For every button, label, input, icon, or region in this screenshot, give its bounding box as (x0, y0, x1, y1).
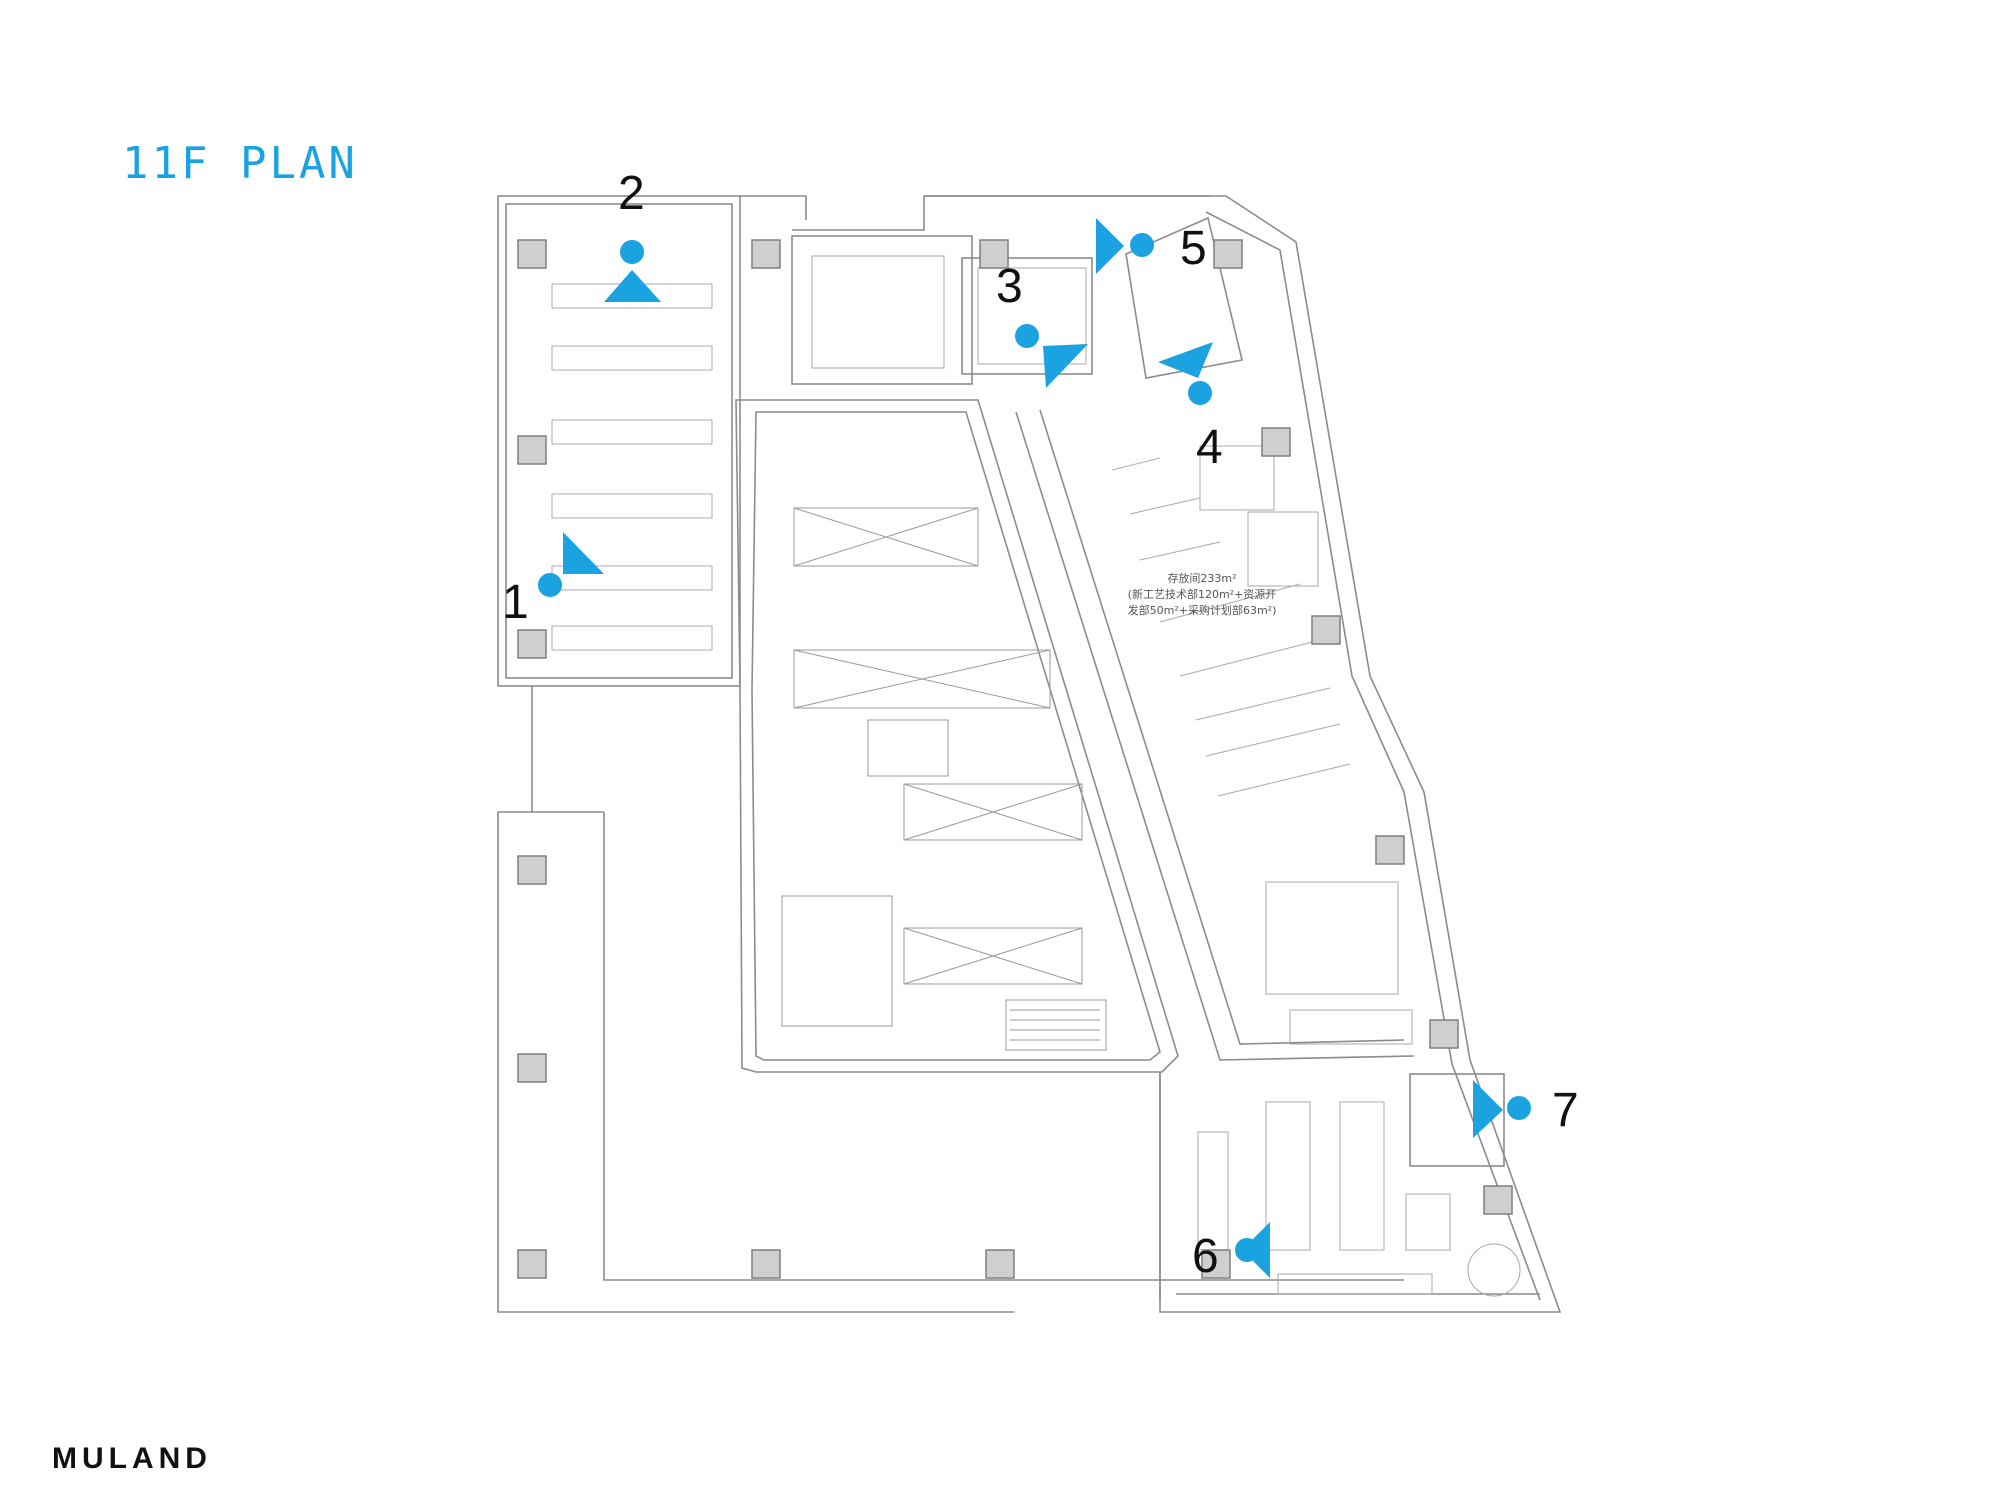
columns (517, 239, 1513, 1279)
plan-outline (497, 195, 1562, 1313)
core-details (781, 507, 1107, 1051)
viewpoint-dot (1015, 324, 1039, 348)
view-direction-marker (1473, 1080, 1503, 1138)
viewpoint-dot (1188, 381, 1212, 405)
viewpoint-label: 3 (996, 260, 1023, 313)
furniture (551, 255, 1521, 1297)
brand-logo: MULAND (52, 1442, 212, 1475)
viewpoint-5[interactable]: 5 (1096, 218, 1207, 275)
view-direction-marker (1043, 344, 1088, 388)
view-direction-marker (604, 270, 661, 302)
viewpoint-label: 2 (618, 167, 645, 220)
viewpoint-4[interactable]: 4 (1158, 342, 1223, 474)
view-direction-marker (1158, 342, 1213, 378)
plan-title: 11F PLAN (122, 138, 358, 189)
viewpoint-3[interactable]: 3 (996, 260, 1088, 388)
viewpoint-dot (1130, 233, 1154, 257)
view-direction-marker (1096, 218, 1124, 274)
viewpoint-1[interactable]: 1 (502, 532, 604, 629)
viewpoint-label: 5 (1180, 222, 1207, 275)
viewpoint-label: 7 (1552, 1084, 1579, 1137)
viewpoint-7[interactable]: 7 (1473, 1080, 1579, 1138)
viewpoint-dot (538, 573, 562, 597)
viewpoint-label: 1 (502, 576, 529, 629)
viewpoint-dot (620, 240, 644, 264)
viewpoint-label: 4 (1196, 421, 1223, 474)
viewpoint-2[interactable]: 2 (604, 167, 661, 302)
viewpoint-label: 6 (1192, 1230, 1219, 1283)
viewpoint-dot (1235, 1238, 1259, 1262)
storage-room-line-1: 存放间233m² (1167, 571, 1236, 585)
storage-room-line-3: 发部50m²+采购计划部63m²) (1128, 603, 1277, 617)
viewpoint-6[interactable]: 6 (1192, 1222, 1270, 1283)
storage-room-line-2: (新工艺技术部120m²+资源开 (1128, 587, 1277, 601)
view-direction-marker (563, 532, 604, 574)
viewpoint-dot (1507, 1096, 1531, 1120)
storage-room-label: 存放间233m² (新工艺技术部120m²+资源开 发部50m²+采购计划部63… (1128, 571, 1277, 617)
